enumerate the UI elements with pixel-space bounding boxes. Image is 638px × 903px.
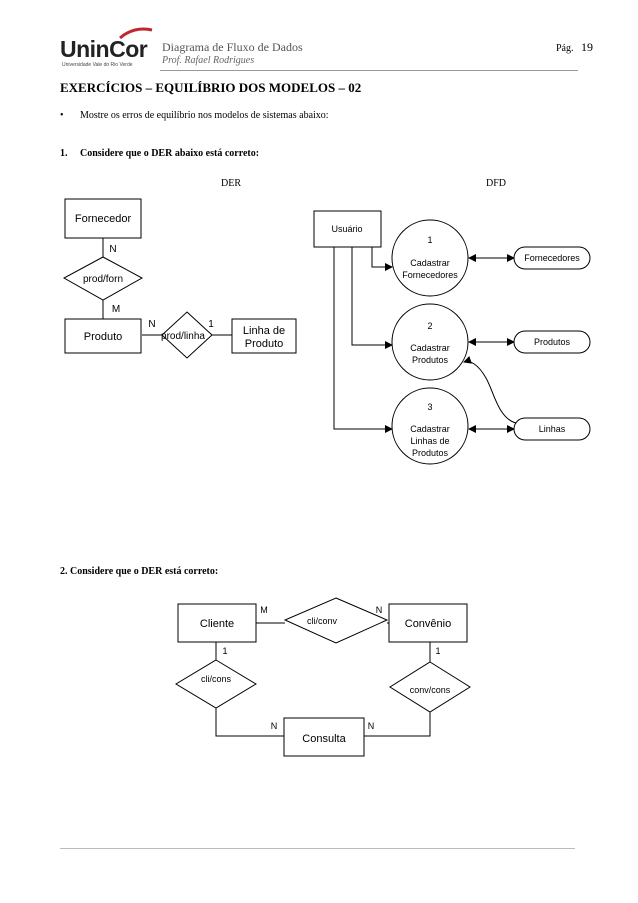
logo-subtitle: Universidade Vale do Rio Verde (62, 62, 133, 68)
entity-produto (64, 318, 142, 354)
header-rule (160, 70, 578, 71)
external-entity-usuario (313, 210, 382, 248)
der-label: DER (221, 178, 241, 189)
relationship-prod-forn (62, 256, 144, 301)
data-store-fornecedores (513, 246, 591, 270)
entity-produto-label: Produto (84, 331, 123, 343)
exercise1-text: Considere que o DER abaixo está correto: (80, 148, 260, 159)
section-title: EXERCÍCIOS – EQUILÍBRIO DOS MODELOS – 02 (60, 80, 362, 95)
process-2-number: 2 (427, 321, 432, 331)
entity-cliente (177, 603, 257, 643)
process-2-line2: Produtos (412, 355, 449, 365)
relationship-cli-cons (175, 659, 257, 709)
store-produtos-label: Produtos (534, 337, 571, 347)
page-header: UninCor Universidade Vale do Rio Verde D… (0, 0, 638, 71)
process-2-line1: Cadastrar (410, 343, 450, 353)
relationship-cli-conv-label: cli/conv (307, 616, 338, 626)
cardinality-1-convenio: 1 (435, 646, 440, 656)
process-3-line1: Cadastrar (410, 424, 450, 434)
process-3-number: 3 (427, 402, 432, 412)
process-3-line3: Produtos (412, 448, 449, 458)
der-diagram (102, 238, 232, 336)
page-number: 19 (581, 40, 593, 54)
cardinality-n-consulta-right: N (368, 721, 375, 731)
cardinality-1: 1 (208, 319, 214, 330)
data-store-linhas (513, 417, 591, 441)
bullet-text: Mostre os erros de equilíbrio nos modelo… (80, 110, 329, 121)
entity-linha-line1: Linha de (243, 325, 285, 337)
process-1 (391, 219, 469, 297)
exercise2-connectors (215, 622, 431, 737)
entity-convenio (388, 603, 468, 643)
logo-text: UninCor (60, 36, 148, 62)
process-1-number: 1 (427, 235, 432, 245)
relationship-conv-cons-label: conv/cons (410, 685, 451, 695)
bullet-item: • Mostre os erros de equilíbrio nos model… (60, 110, 329, 121)
footer-rule (60, 848, 575, 849)
entity-cliente-label: Cliente (200, 618, 234, 630)
relationship-prod-forn-label: prod/forn (83, 274, 123, 285)
exercise1-number: 1. (60, 148, 68, 159)
entity-linha-de-produto (231, 318, 297, 354)
relationship-cli-cons-label: cli/cons (201, 674, 232, 684)
process-1-line2: Fornecedores (402, 270, 458, 280)
process-3-line2: Linhas de (410, 436, 449, 446)
cardinality-n-consulta-left: N (271, 721, 278, 731)
relationship-cli-conv (283, 597, 389, 644)
entity-consulta (283, 717, 365, 757)
header-author: Prof. Rafael Rodrigues (162, 55, 255, 66)
data-store-produtos (513, 330, 591, 354)
cardinality-1-cliente: 1 (222, 646, 227, 656)
entity-linha-line2: Produto (245, 338, 284, 350)
bullet-icon: • (60, 110, 64, 121)
store-fornecedores-label: Fornecedores (524, 253, 580, 263)
cardinality-n-convenio: N (376, 605, 383, 615)
relationship-prod-linha (161, 311, 213, 359)
cardinality-m: M (112, 304, 120, 315)
process-1-line1: Cadastrar (410, 258, 450, 268)
relationship-conv-cons (389, 661, 471, 713)
usuario-label: Usuário (331, 224, 362, 234)
entity-convenio-label: Convênio (405, 618, 451, 630)
header-title: Diagrama de Fluxo de Dados (162, 40, 303, 54)
relationship-prod-linha-label: prod/linha (161, 331, 205, 342)
entity-consulta-label: Consulta (302, 733, 346, 745)
cardinality-m: M (260, 605, 268, 615)
process-2 (391, 303, 469, 381)
cardinality-n-left: N (148, 319, 155, 330)
exercise1-heading: 1. Considere que o DER abaixo está corret… (60, 148, 259, 159)
entity-fornecedor-label: Fornecedor (75, 213, 132, 225)
cardinality-n-top: N (109, 244, 116, 255)
store-linhas-label: Linhas (539, 424, 566, 434)
dfd-flows (333, 247, 517, 433)
dfd-label: DFD (486, 178, 507, 189)
page-label: Pág. (556, 43, 574, 54)
entity-fornecedor (64, 198, 142, 239)
exercise2-heading: 2. Considere que o DER está correto: (60, 566, 219, 577)
logo-swoosh-icon (119, 27, 153, 40)
process-3 (391, 387, 469, 465)
